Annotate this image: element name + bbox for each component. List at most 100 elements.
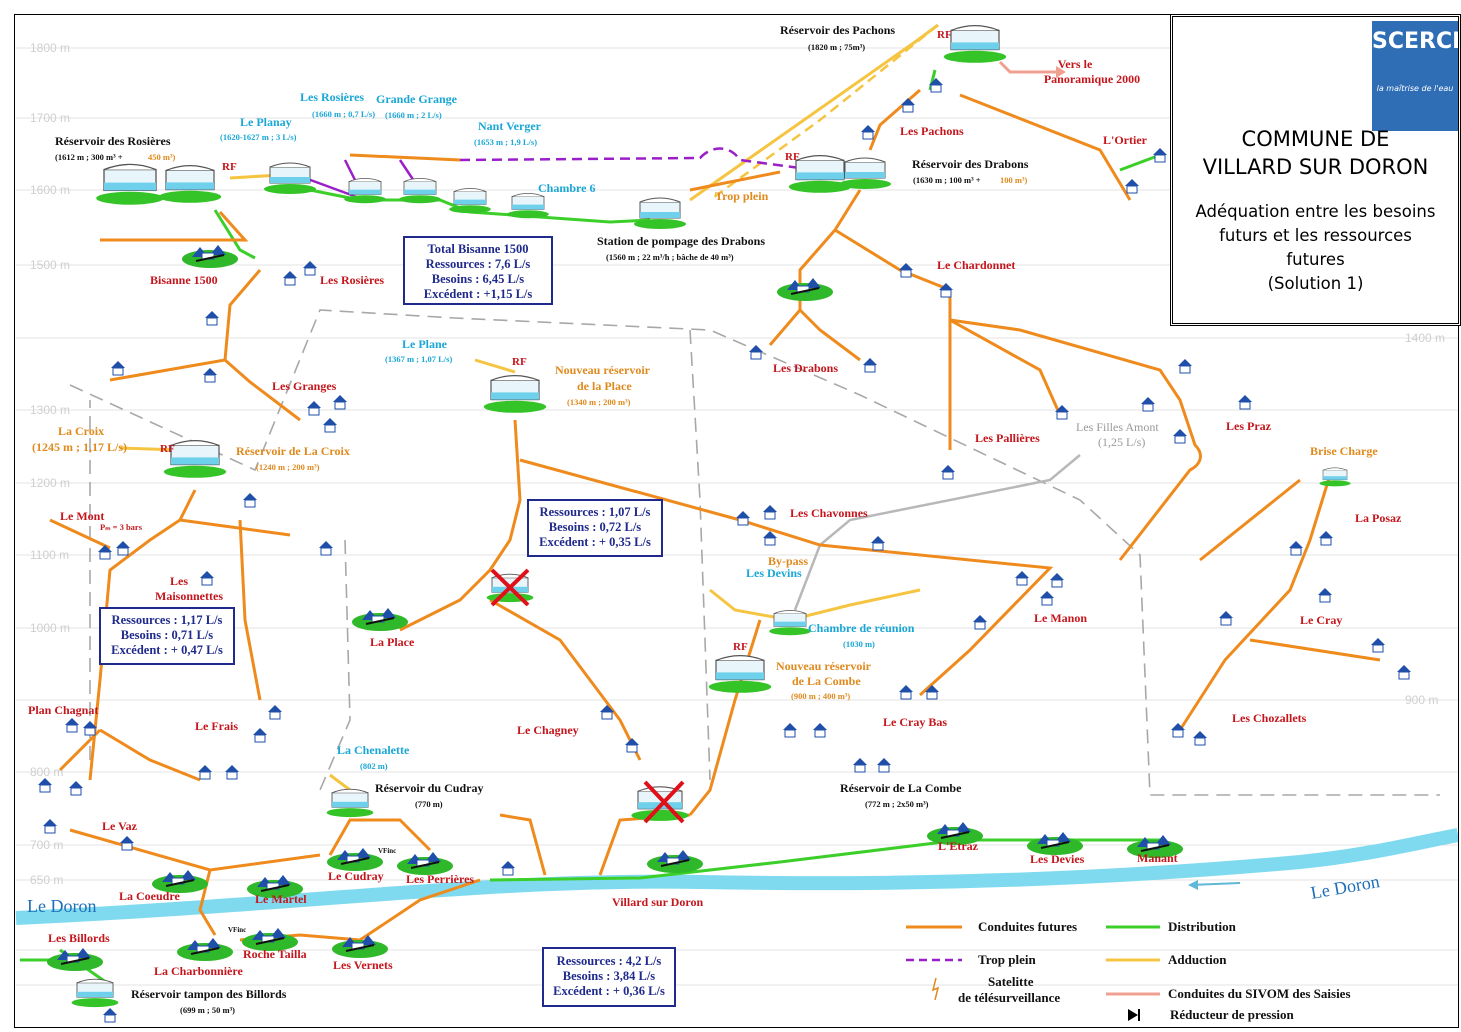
label-le-mont-info: Pₘ = 3 bars [100,522,143,532]
label-le-cray: Le Cray [1300,613,1342,627]
label-les-granges: Les Granges [272,379,337,393]
label-la-chenalette-info: (802 m) [360,761,388,771]
legend-reducteur: Réducteur de pression [1170,1007,1295,1022]
croix-box-resources: Ressources : 1,17 L/s [112,613,223,627]
logo-tagline: la maîtrise de l'eau [1376,84,1454,93]
scercl-logo: SCERCL la maîtrise de l'eau [1372,21,1458,131]
label-le-chardonnet: Le Chardonnet [937,258,1015,272]
alt-1700: 1700 m [30,111,70,125]
grey-pipe [793,454,1081,611]
label-reservoir-rosieres: Réservoir des Rosières [55,134,171,148]
label-les-drabons: Les Drabons [773,361,838,375]
legend-sivom: Conduites du SIVOM des Saisies [1168,986,1351,1001]
label-reservoir-rosieres-extra: 450 m³) [148,152,176,162]
future-pipes [49,88,1381,942]
place-box-excess: Excédent : + 0,35 L/s [539,535,651,549]
label-rf-pachons: RF [937,29,952,41]
label-rf-rosieres: RF [222,161,237,173]
bisanne-box-resources: Ressources : 7,6 L/s [426,257,531,271]
label-reservoir-rosieres-info: (1612 m ; 300 m³ + [55,152,123,162]
label-chambre-reunion-info: (1030 m) [843,639,875,649]
label-grande-grange: Grande Grange [376,92,458,106]
label-l-ortier: L'Ortier [1103,133,1148,147]
label-les-pachons: Les Pachons [900,124,964,138]
sivom-pipe [998,60,1060,74]
label-station-pompage: Station de pompage des Drabons [597,234,765,248]
place-box-needs: Besoins : 0,72 L/s [549,520,642,534]
label-nouveau-res-place-info: (1340 m ; 200 m³) [567,397,631,407]
label-le-plane: Le Plane [402,337,448,351]
label-les-maisonnettes-1: Les [170,574,188,588]
bisanne-box-needs: Besoins : 6,45 L/s [432,272,525,286]
subtitle-line-2: futurs et les ressources [1219,226,1412,245]
legend-conduites-futures: Conduites futures [978,919,1077,934]
bisanne-box-excess: Excédent : +1,15 L/s [424,287,533,301]
label-station-pompage-info: (1560 m ; 22 m³/h ; bâche de 40 m³) [606,252,734,262]
label-les-chozallets: Les Chozallets [1232,711,1307,725]
alt-1800: 1800 m [30,41,70,55]
label-la-charbonniere: La Charbonnière [154,964,243,978]
alt-1500: 1500 m [30,258,70,272]
label-rf-drabons: RF [785,151,800,163]
label-brise-charge: Brise Charge [1310,444,1378,458]
label-reservoir-pachons: Réservoir des Pachons [780,23,895,37]
legend-satelitte-1: Satelitte [988,974,1034,989]
label-reservoir-la-croix-info: (1240 m ; 200 m³) [256,462,320,472]
river-doron [15,828,1460,925]
label-vfinc-charbonniere: VFinc [228,926,246,934]
bisanne-box-title: Total Bisanne 1500 [428,242,529,256]
label-rf-croix: RF [160,443,175,455]
label-nant-verger: Nant Verger [478,119,542,133]
label-nouveau-res-combe-info: (900 m ; 400 m³) [791,691,850,701]
label-reservoir-combe: Réservoir de La Combe [840,781,962,795]
box-croix [99,607,235,665]
label-nouveau-res-combe-1: Nouveau réservoir [776,659,872,673]
subtitle-line-3: futures [1286,250,1345,269]
subtitle-line-1: Adéquation entre les besoins [1195,202,1436,221]
label-grande-grange-info: (1660 m ; 2 L/s) [385,110,442,120]
label-vers-panoramique-1: Vers le [1058,57,1093,71]
label-source-les-rosieres-info: (1660 m ; 0,7 L/s) [312,109,375,119]
label-le-martel: Le Martel [255,892,307,906]
box-villard [542,947,676,1007]
adduction-dashed [709,24,939,202]
label-le-doron-left: Le Doron [27,896,96,916]
label-source-les-rosieres: Les Rosières [300,90,364,104]
trop-plein-pipe [459,147,801,170]
label-la-place: La Place [370,635,415,649]
label-chambre-reunion: Chambre de réunion [808,621,915,635]
legend-adduction: Adduction [1168,952,1227,967]
altitude-labels: 1800 m 1700 m 1600 m 1500 m 1400 m 1300 … [30,41,1445,887]
label-les-filles-amont: Les Filles Amont [1076,420,1159,434]
box-place [527,499,663,557]
label-les-rosieres: Les Rosières [320,273,384,287]
label-la-coeudre: La Coeudre [119,889,180,903]
label-le-planay: Le Planay [240,115,292,129]
label-le-cray-bas: Le Cray Bas [883,715,947,729]
villard-box-resources: Ressources : 4,2 L/s [557,954,662,968]
label-le-mont: Le Mont [60,509,104,523]
label-reservoir-combe-info: (772 m ; 2x50 m³) [865,799,929,809]
place-box-resources: Ressources : 1,07 L/s [540,505,651,519]
croix-box-needs: Besoins : 0,71 L/s [121,628,214,642]
alt-650: 650 m [30,873,63,887]
croix-box-excess: Excédent : + 0,47 L/s [111,643,223,657]
label-reservoir-cudray-info: (770 m) [415,799,443,809]
label-reservoir-drabons-info: (1630 m ; 100 m³ + [913,175,981,185]
commune-line-1: COMMUNE DE [1241,127,1390,151]
label-reservoir-la-croix: Réservoir de La Croix [236,444,350,458]
commune-line-2: VILLARD SUR DORON [1202,155,1429,179]
label-nouveau-res-combe-2: de La Combe [792,674,861,688]
label-roche-tailla: Roche Tailla [243,947,307,961]
alt-800: 800 m [30,765,63,779]
alt-1600: 1600 m [30,183,70,197]
label-reservoir-drabons-extra: 100 m³) [1000,175,1028,185]
label-les-filles-amont-info: (1,25 L/s) [1098,435,1145,449]
box-bisanne [403,236,553,305]
label-bypass-1: By-pass [768,554,808,568]
label-les-praz: Les Praz [1226,419,1272,433]
label-villard-sur-doron: Villard sur Doron [612,895,703,909]
label-vfinc-cudray: VFinc [378,847,396,855]
label-nouveau-res-place-1: Nouveau réservoir [555,363,651,377]
